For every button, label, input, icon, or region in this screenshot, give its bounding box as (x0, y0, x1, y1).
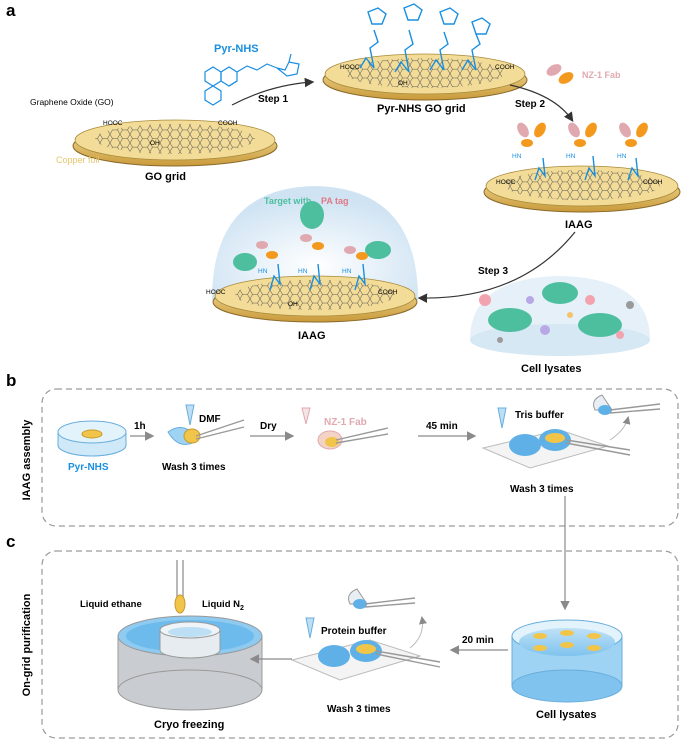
dry-label: Dry (260, 421, 277, 432)
dmf-wash (167, 404, 245, 445)
dmf-label: DMF (199, 414, 221, 425)
protein-wash (290, 588, 441, 681)
pyr-nhs-b-label: Pyr-NHS (68, 462, 109, 473)
cell-lysates-dome (470, 276, 650, 356)
iaag-top-label: IAAG (565, 219, 593, 231)
wash2-label: Wash 3 times (510, 484, 574, 495)
pyr-nhs-molecule (204, 53, 300, 106)
hooc-pyr: HOOC (340, 64, 360, 71)
pyr-nhs-label: Pyr-NHS (214, 43, 259, 55)
target-label: Target with (264, 196, 311, 206)
hooc-iaag-top: HOOC (496, 179, 516, 186)
pyr-nhs-go-grid (322, 3, 528, 101)
copper-foil-label: Copper foil (56, 155, 100, 165)
hn-bottom-3: HN (342, 268, 352, 275)
pyr-nhs-dish (57, 420, 127, 457)
tris-label: Tris buffer (515, 410, 564, 421)
hn-top-1: HN (512, 153, 522, 160)
fab-b-label: NZ-1 Fab (324, 417, 367, 428)
fab-drop (301, 407, 389, 450)
time-1h: 1h (134, 421, 146, 432)
panel-label-a: a (6, 1, 16, 20)
hn-top-3: HN (617, 153, 627, 160)
liquid-n2-label: Liquid N2 (202, 599, 244, 612)
wash3-label: Wash 3 times (327, 704, 391, 715)
go-grid (72, 119, 278, 167)
cooh-go: COOH (218, 120, 238, 127)
pyr-nhs-go-grid-label: Pyr-NHS GO grid (377, 103, 466, 115)
liquid-n2-sub: 2 (240, 605, 244, 612)
hn-top-2: HN (566, 153, 576, 160)
iaag-assembly-box (41, 388, 679, 527)
iaag-bottom-label: IAAG (298, 330, 326, 342)
step2-arrow (509, 84, 574, 122)
hooc-iaag-bottom: HOOC (206, 289, 226, 296)
wash1-label: Wash 3 times (162, 462, 226, 473)
go-grid-label: GO grid (145, 171, 186, 183)
oh-go: OH (150, 140, 160, 147)
cooh-pyr: COOH (495, 64, 515, 71)
on-grid-box (41, 550, 679, 739)
panel-label-c: c (6, 532, 15, 551)
step3-label: Step 3 (478, 266, 508, 277)
hn-bottom-2: HN (298, 268, 308, 275)
iaag-grid-top (483, 122, 681, 213)
nz1-fab-label: NZ-1 Fab (582, 70, 621, 80)
cell-lysates-label: Cell lysates (521, 363, 582, 375)
nz1-fab-icon (546, 64, 574, 84)
cell-lysates-dish (511, 619, 623, 703)
tris-wash (481, 394, 661, 469)
cell-lysates-c-label: Cell lysates (536, 709, 597, 721)
liquid-n2-text: Liquid N (202, 599, 240, 610)
on-grid-side-label: On-grid purification (21, 593, 33, 696)
panel-label-b: b (6, 371, 16, 390)
cryo-label: Cryo freezing (154, 719, 224, 731)
oh-pyr: OH (398, 80, 408, 87)
pa-tag-label: PA tag (321, 196, 349, 206)
step1-arrow (231, 77, 315, 106)
liquid-ethane-label: Liquid ethane (80, 599, 142, 610)
time-45min: 45 min (426, 421, 458, 432)
hn-bottom-1: HN (258, 268, 268, 275)
cooh-iaag-bottom: COOH (378, 289, 398, 296)
iaag-grid-bottom (212, 186, 418, 323)
hooc-go: HOOC (103, 120, 123, 127)
cooh-iaag-top: COOH (643, 179, 663, 186)
iaag-assembly-side-label: IAAG assembly (21, 419, 33, 501)
go-label: Graphene Oxide (GO) (30, 97, 114, 107)
step3-arrow (417, 231, 576, 303)
protein-buffer-label: Protein buffer (321, 626, 387, 637)
step1-label: Step 1 (258, 94, 288, 105)
oh-iaag-bottom: OH (288, 301, 298, 308)
cryo-container (117, 560, 263, 711)
time-20min: 20 min (462, 635, 494, 646)
step2-label: Step 2 (515, 99, 545, 110)
